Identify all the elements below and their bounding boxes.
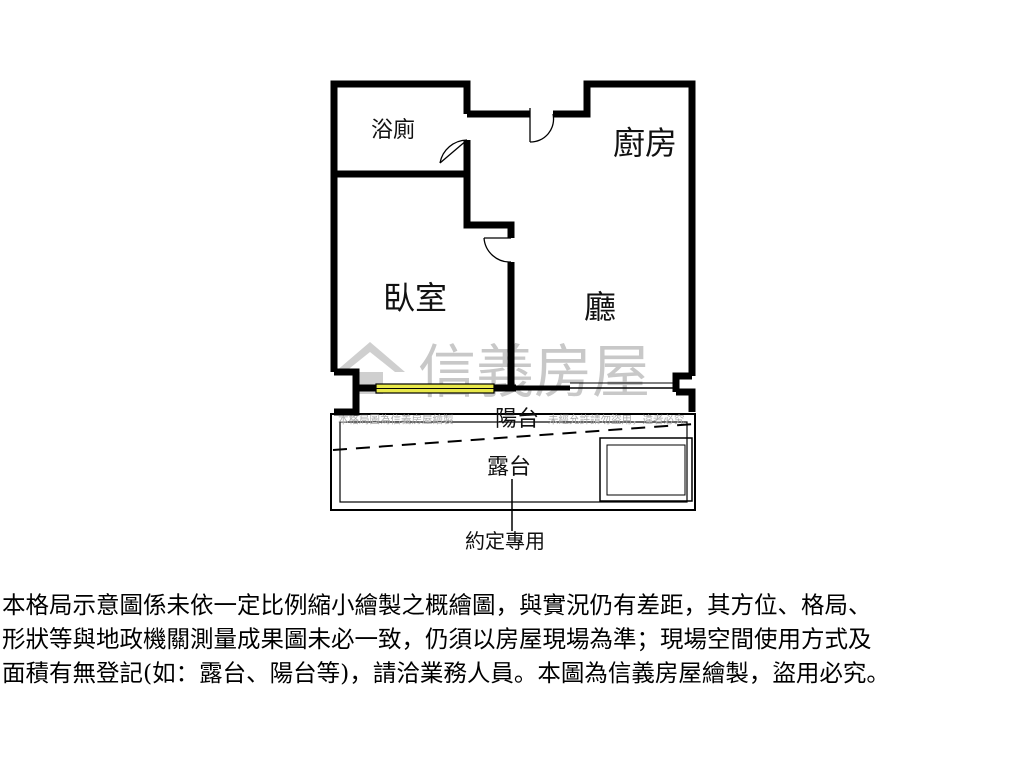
disclaimer-line: 本格局示意圖係未依一定比例縮小繪製之概繪圖，與實況仍有差距，其方位、格局、	[2, 591, 872, 619]
disclaimer-line: 形狀等與地政機關測量成果圖未必一致，仍須以房屋現場為準；現場空間使用方式及	[2, 625, 872, 653]
bedroom-window	[375, 383, 495, 394]
doors	[439, 108, 555, 263]
watermark-brand: 信義房屋	[418, 338, 650, 406]
terrace-area	[330, 413, 696, 511]
terrace-dashed-divider	[332, 423, 695, 451]
watermark: 信義房屋 本格局圖為信義房屋繪製 未經允許請勿盜用，違者必究	[335, 338, 685, 426]
room-label-terrace: 露台	[487, 455, 531, 480]
walls	[330, 80, 696, 416]
watermark-notice-left: 本格局圖為信義房屋繪製	[338, 413, 454, 426]
bedroom-door-icon	[483, 237, 512, 263]
disclaimer-line: 面積有無登記(如：露台、陽台等)，請洽業務人員。本圖為信義房屋繪製，盜用必究。	[2, 659, 890, 687]
entry-door-icon	[529, 108, 555, 143]
watermark-notice-right: 未經允許請勿盜用，違者必究	[548, 413, 685, 426]
room-label-balcony: 陽台	[495, 407, 539, 432]
bathroom-door-icon	[439, 139, 468, 164]
room-label-living-room: 廳	[584, 288, 616, 326]
disclaimer-text: 本格局示意圖係未依一定比例縮小繪製之概繪圖，與實況仍有差距，其方位、格局、 形狀…	[2, 588, 1022, 690]
room-label-kitchen: 廚房	[613, 124, 677, 162]
planter-box	[599, 437, 693, 502]
callout-label: 約定專用	[465, 529, 545, 553]
room-label-bedroom: 臥室	[383, 279, 447, 317]
room-label-bathroom: 浴廁	[371, 118, 415, 143]
